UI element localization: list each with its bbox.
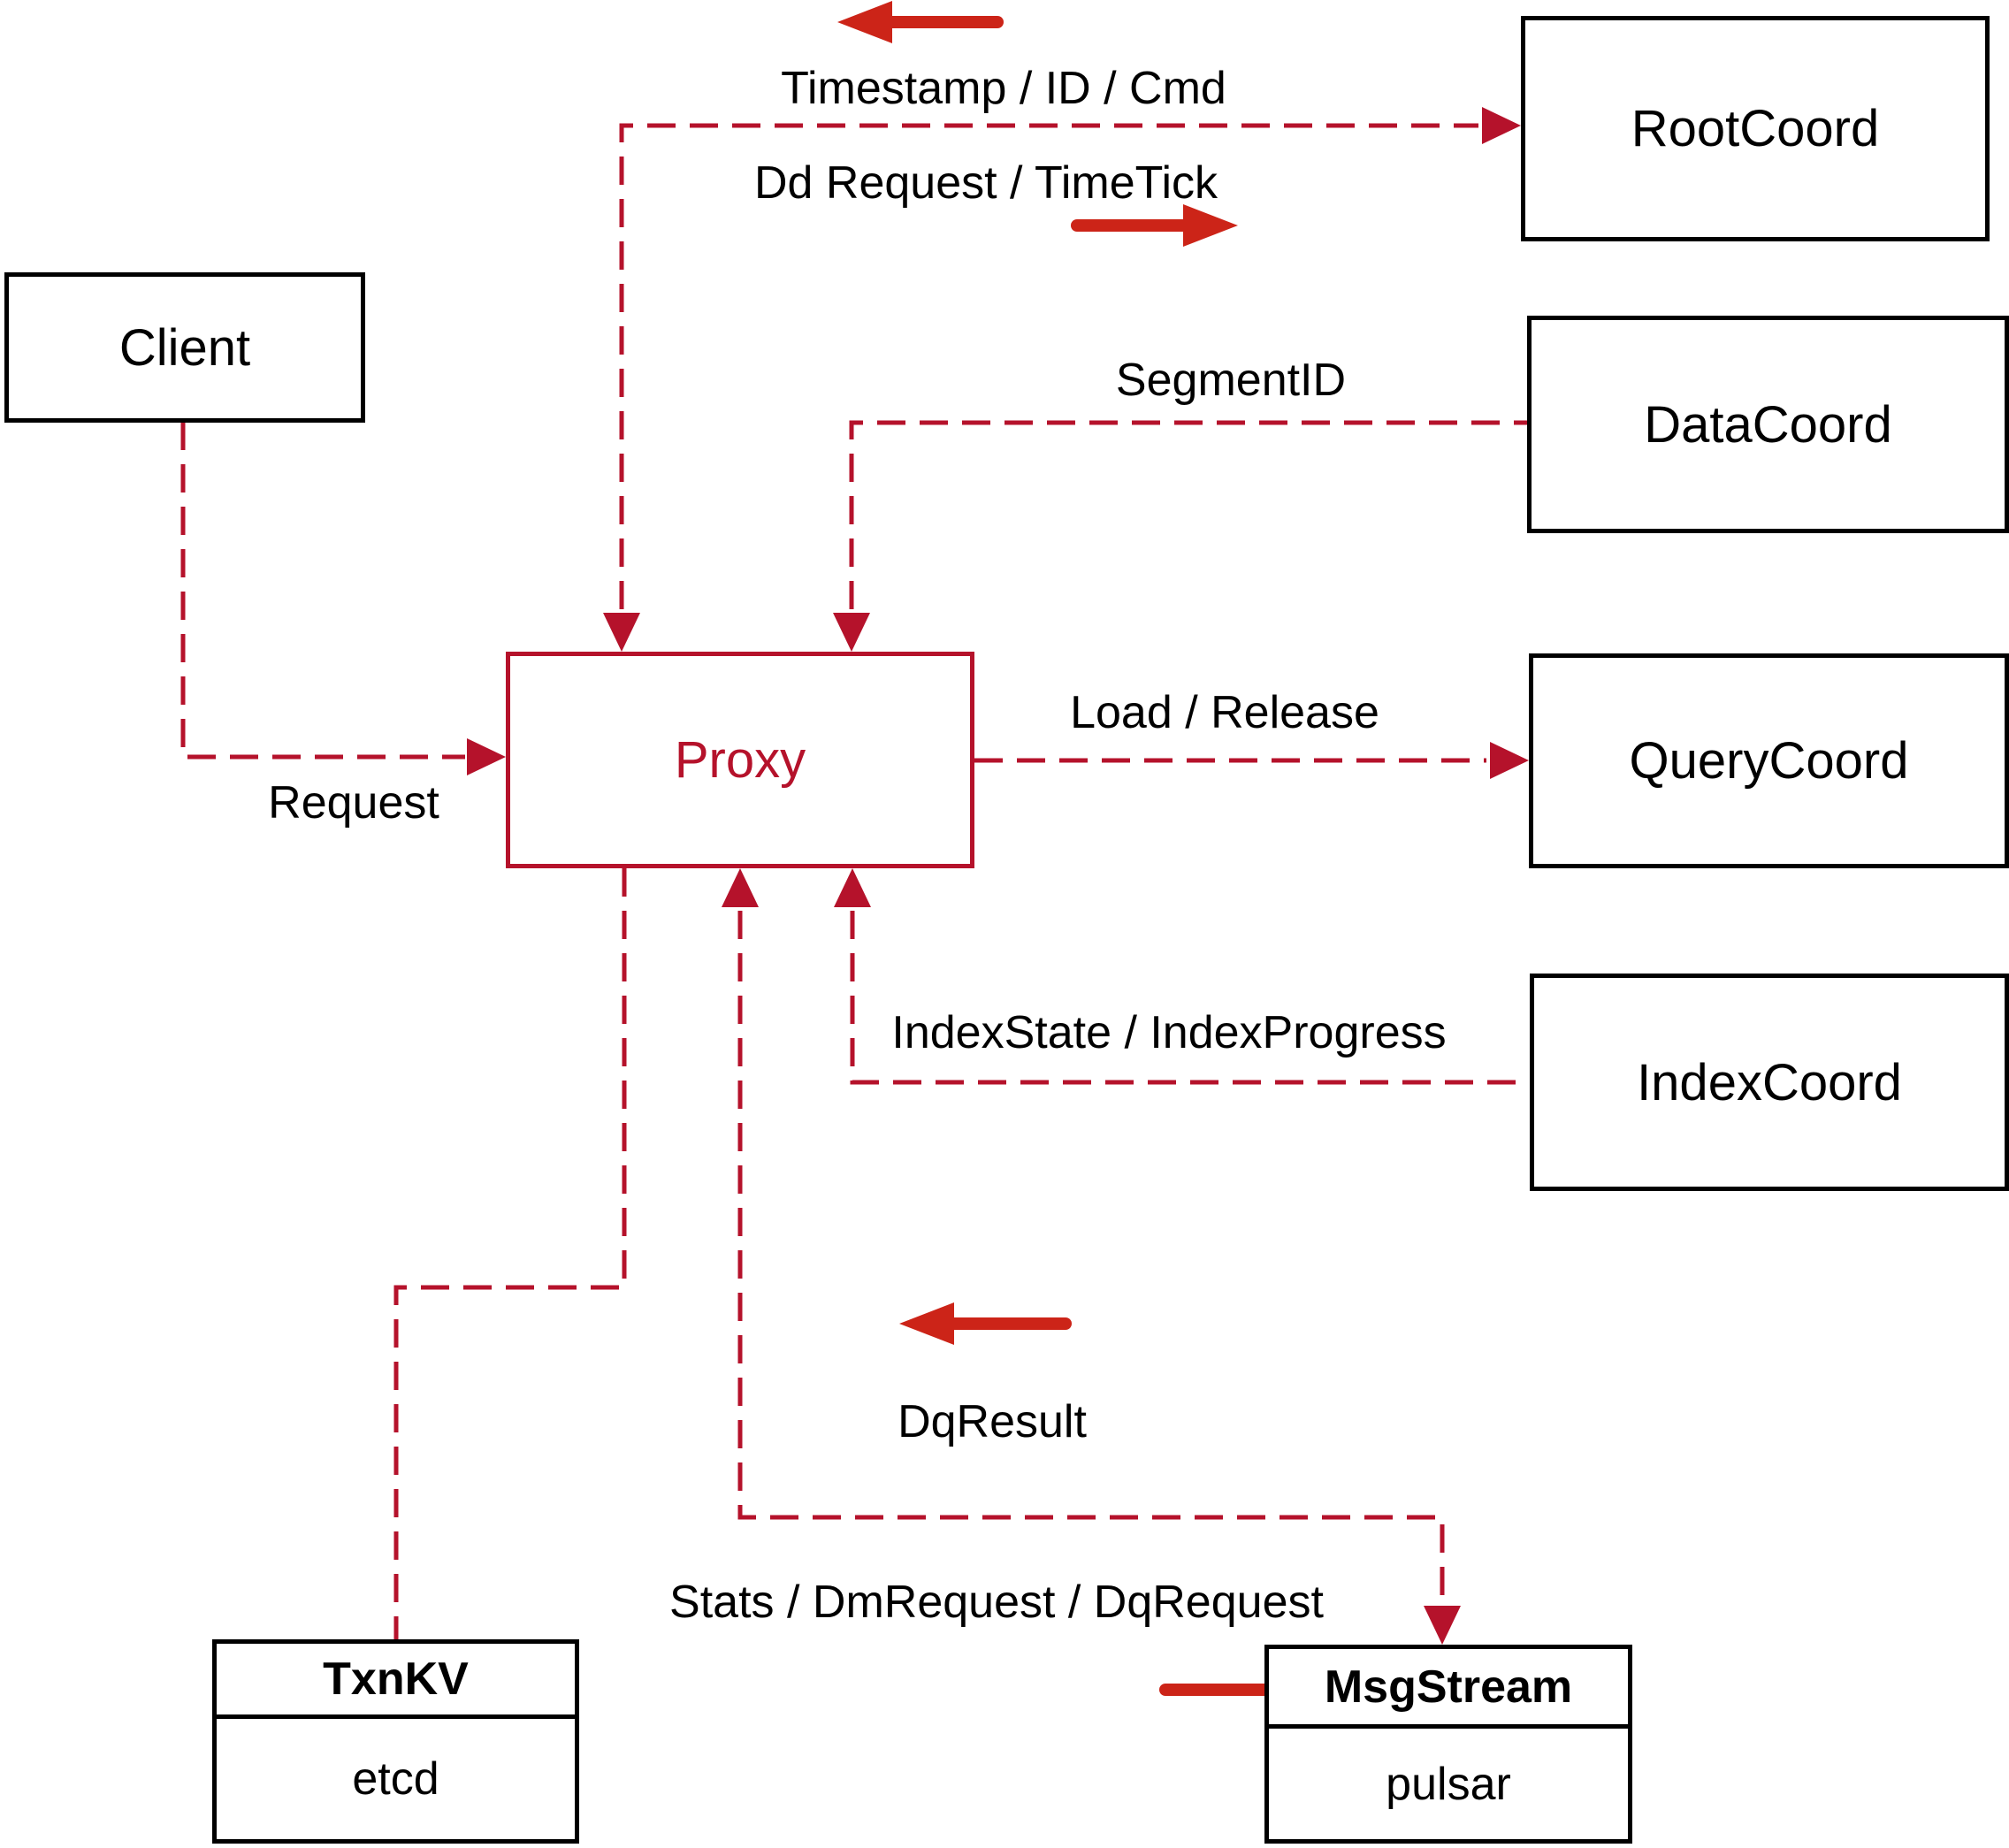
edge-label-request: Request <box>268 777 439 829</box>
edge-datacoord-to-proxy <box>849 420 1527 609</box>
edge-label-timestamp-id-cmd: Timestamp / ID / Cmd <box>781 63 1226 114</box>
edge-label-dd-request-timetick: Dd Request / TimeTick <box>753 157 1218 209</box>
node-client-label: Client <box>118 318 251 377</box>
arrowhead-into-querycoord <box>1490 742 1529 779</box>
edge-proxy-rootcoord <box>619 123 1478 609</box>
node-querycoord[interactable]: QueryCoord <box>1529 653 2009 868</box>
node-txnkv-title: TxnKV <box>217 1644 575 1719</box>
node-rootcoord-label: RootCoord <box>1631 100 1880 157</box>
edge-proxy-msgstream <box>737 911 1445 1602</box>
node-querycoord-label: QueryCoord <box>1629 732 1909 790</box>
arrowhead-into-msgstream <box>1424 1606 1461 1645</box>
node-client[interactable]: Client <box>4 272 365 423</box>
edge-client-to-proxy <box>180 422 465 760</box>
edge-label-stats-dm-dq: Stats / DmRequest / DqRequest <box>669 1577 1324 1628</box>
node-proxy[interactable]: Proxy <box>506 652 974 868</box>
node-indexcoord[interactable]: IndexCoord <box>1530 974 2009 1191</box>
arrowhead-into-proxy-top-left <box>603 613 640 652</box>
node-txnkv-body: etcd <box>352 1753 439 1805</box>
arrowhead-into-proxy-bottom-left <box>722 868 759 907</box>
edge-label-dq-result: DqResult <box>898 1396 1087 1447</box>
direction-arrow-right-ddrequest <box>1071 204 1238 247</box>
direction-arrow-left-timestamp <box>837 1 1004 43</box>
node-rootcoord[interactable]: RootCoord <box>1521 16 1990 241</box>
node-msgstream-title: MsgStream <box>1269 1649 1628 1729</box>
node-indexcoord-label: IndexCoord <box>1637 1053 1902 1111</box>
edge-proxy-txnkv <box>393 868 627 1639</box>
edge-label-load-release: Load / Release <box>1070 687 1379 738</box>
edge-indexcoord-to-proxy <box>850 911 1530 1085</box>
arrowhead-into-rootcoord <box>1482 107 1521 144</box>
edge-label-index-state-progress: IndexState / IndexProgress <box>891 1007 1447 1058</box>
node-txnkv[interactable]: TxnKV etcd <box>212 1639 579 1844</box>
node-msgstream-body: pulsar <box>1386 1758 1511 1810</box>
arrowhead-into-proxy-top-right <box>833 613 870 652</box>
node-datacoord[interactable]: DataCoord <box>1527 316 2009 533</box>
arrowhead-into-proxy-bottom-right <box>834 868 871 907</box>
edge-label-segment-id: SegmentID <box>1115 355 1347 406</box>
arrowhead-into-proxy-left <box>467 738 506 775</box>
node-proxy-label: Proxy <box>674 731 806 789</box>
direction-arrow-left-dqresult <box>899 1302 1072 1345</box>
node-datacoord-label: DataCoord <box>1644 395 1892 454</box>
node-msgstream[interactable]: MsgStream pulsar <box>1264 1645 1632 1844</box>
